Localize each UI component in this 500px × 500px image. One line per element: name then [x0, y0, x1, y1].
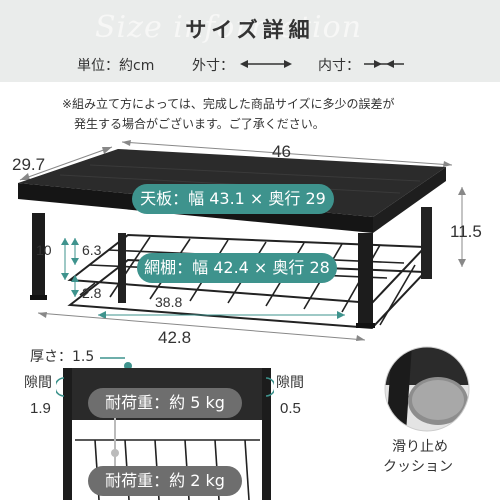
- thickness-label: 厚さ：1.5: [30, 349, 95, 365]
- depth-dimension: 29.7: [12, 155, 46, 174]
- leg-height-dimension: 10: [36, 242, 52, 258]
- foot-label-1: 滑り止め: [392, 439, 448, 455]
- unit-label: 単位：約cm: [77, 58, 155, 74]
- inner-arrow-icon: [364, 60, 404, 68]
- gap-right-value: 0.5: [280, 400, 301, 417]
- top-board-size-label: 天板：幅 43.1 × 奥行 29: [132, 184, 334, 214]
- outer-arrow-icon: [240, 60, 292, 68]
- leg-span-dimension: 42.8: [158, 328, 192, 347]
- inner-label: 内寸：: [318, 58, 360, 74]
- shelf-clearance-dimension: 6.3: [82, 242, 102, 258]
- gap-right-marker: [265, 377, 274, 397]
- watermark-text: Size information: [95, 10, 363, 45]
- load-bottom-label: 耐荷重：約 2 kg: [88, 466, 242, 496]
- gap-right-label: 隙間: [276, 375, 304, 391]
- gap-left-label: 隙間: [24, 375, 52, 391]
- gap-left-marker: [56, 377, 65, 397]
- anti-slip-foot-image: [384, 346, 470, 432]
- load-top-label: 耐荷重：約 5 kg: [88, 388, 242, 418]
- note-line-1: ※組み立て方によっては、完成した商品サイズに多少の誤差が: [62, 97, 395, 111]
- width-dimension: 46: [272, 142, 291, 161]
- rack-diagram: [18, 140, 466, 341]
- shelf-thickness-dimension: 2.8: [82, 285, 102, 301]
- wire-shelf-size-label: 網棚：幅 42.4 × 奥行 28: [137, 253, 337, 283]
- header-band: [0, 0, 500, 82]
- gap-left-value: 1.9: [30, 400, 51, 417]
- page-title: サイズ詳細: [185, 18, 315, 42]
- note-line-2: 発生する場合がございます。ご了承ください。: [74, 117, 325, 131]
- foot-label-2: クッション: [383, 459, 453, 475]
- shelf-inner-depth-dimension: 38.8: [155, 294, 183, 310]
- height-dimension: 11.5: [450, 222, 482, 241]
- outer-label: 外寸：: [192, 58, 234, 74]
